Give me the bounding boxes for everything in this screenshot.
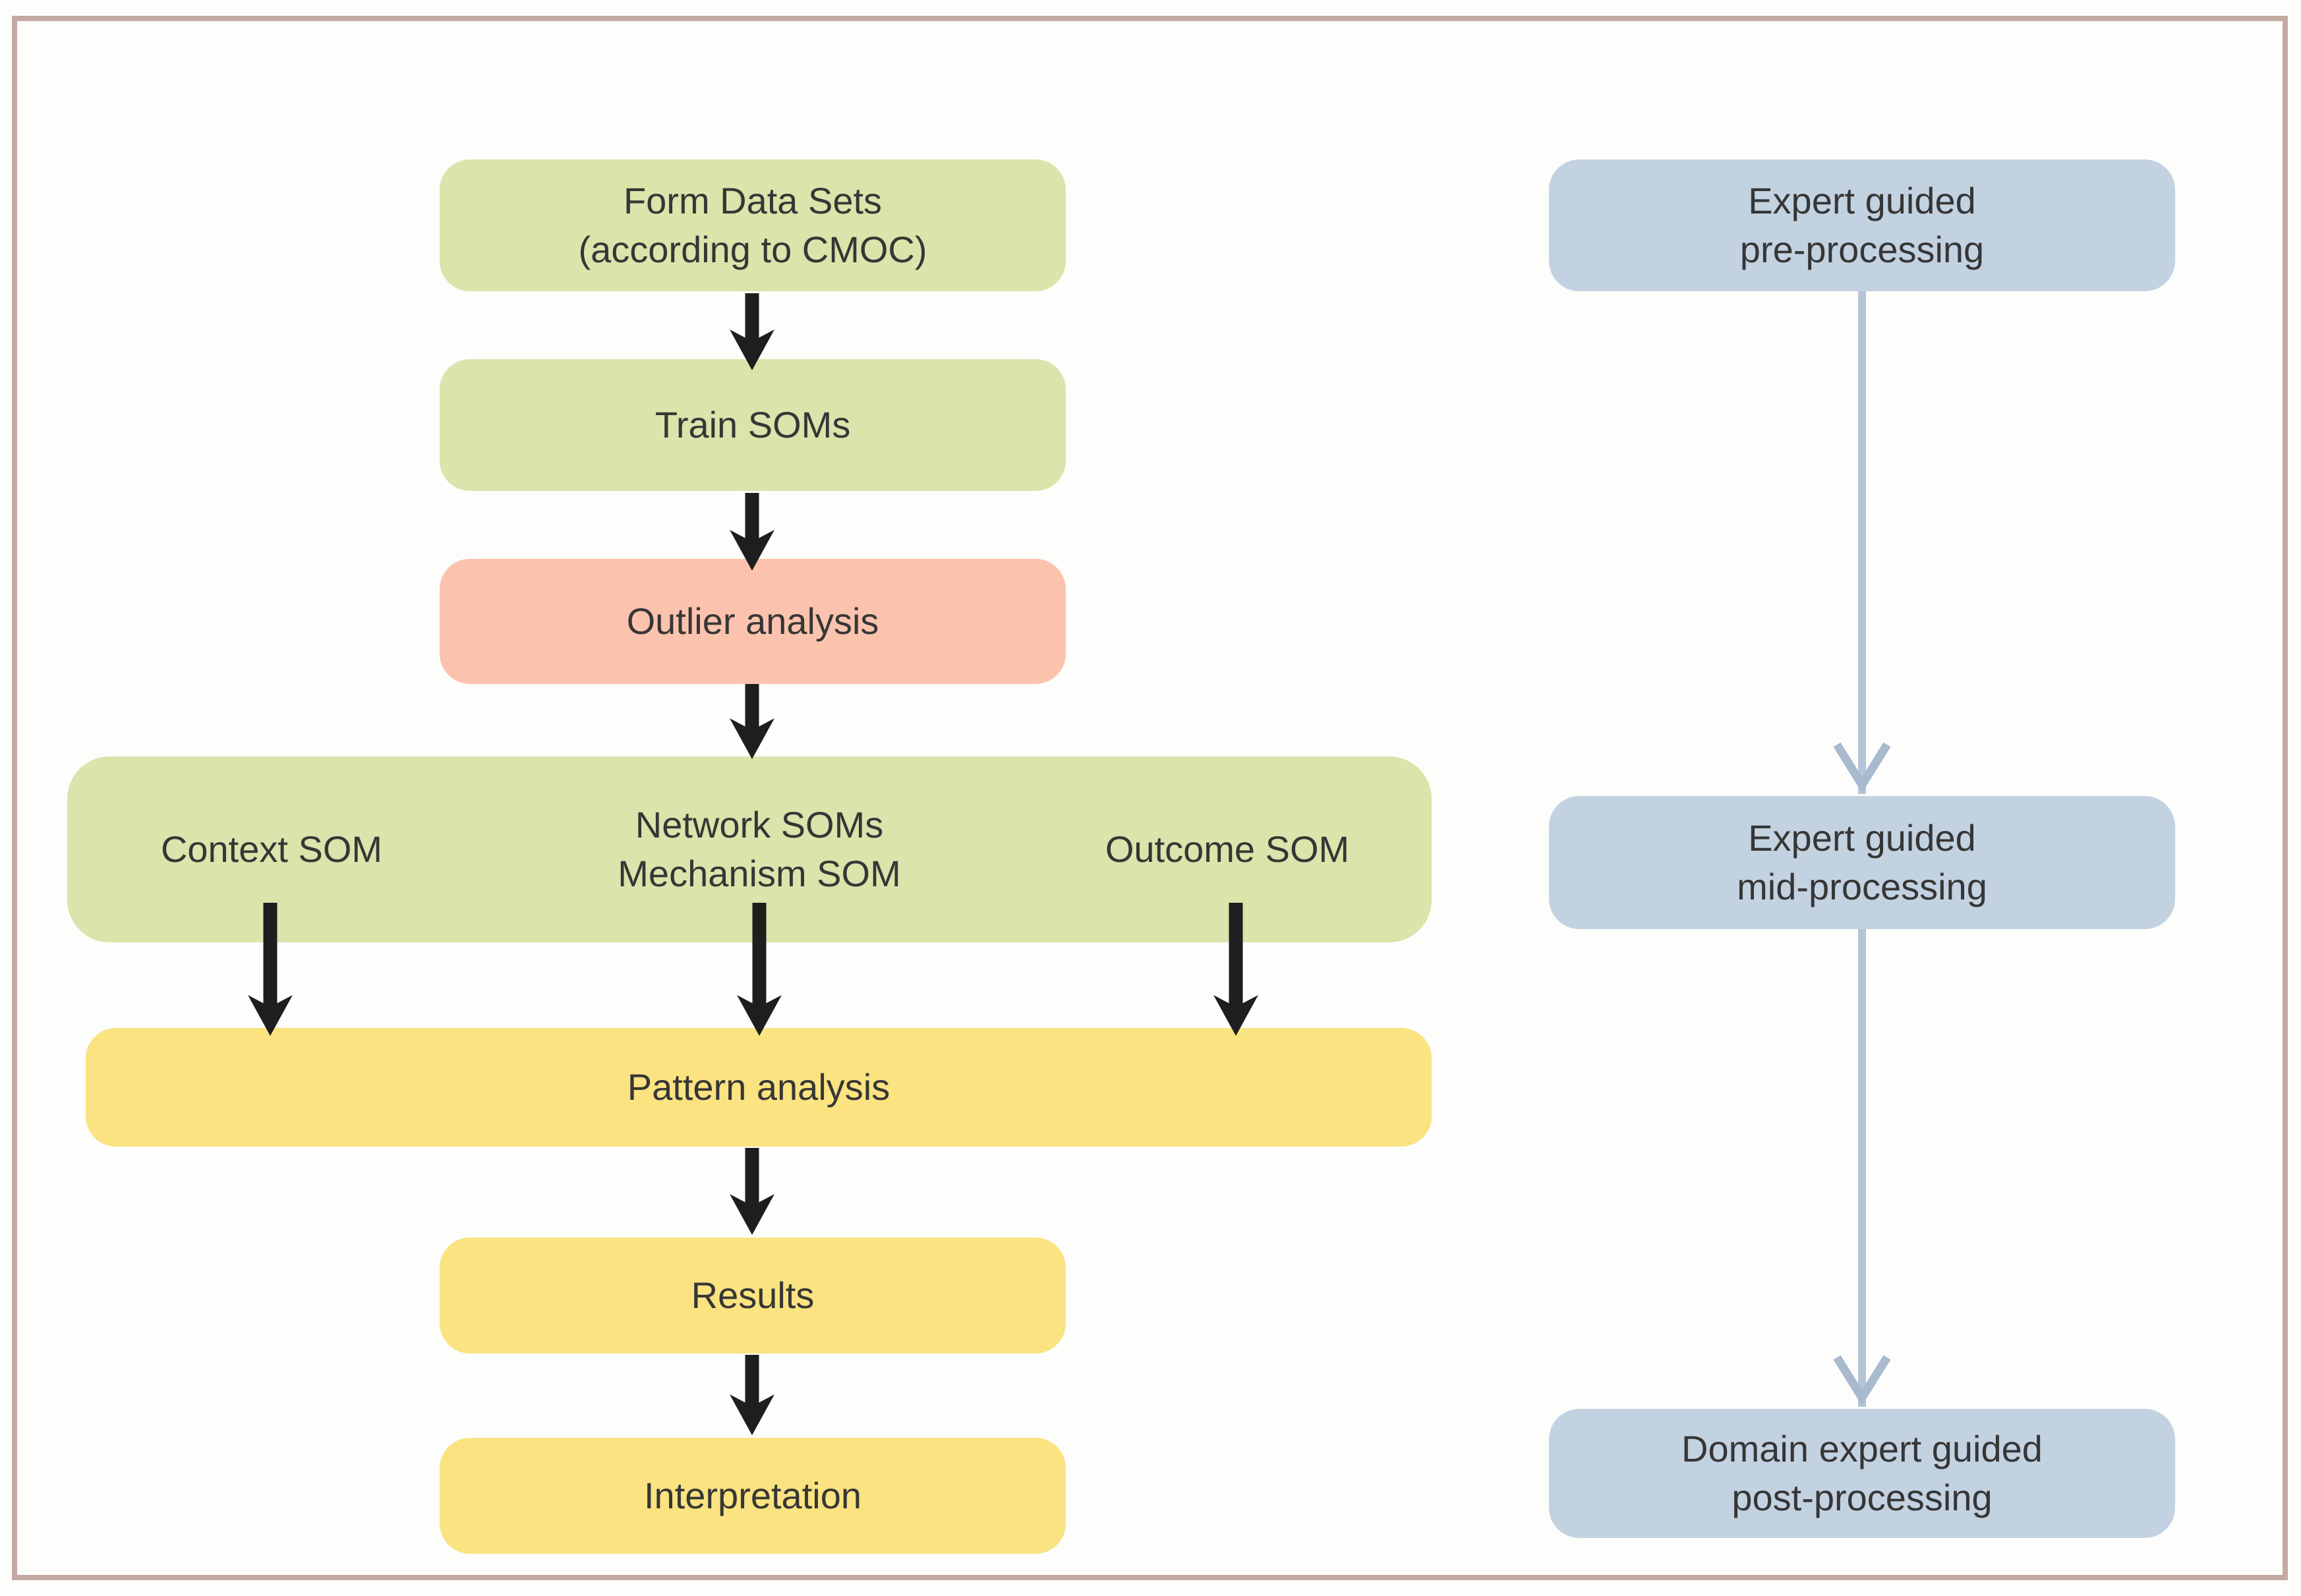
node-som-group: Context SOM Network SOMs Mechanism SOM O…	[67, 756, 1432, 942]
figure-border	[12, 16, 2288, 1580]
node-interpretation: Interpretation	[440, 1438, 1066, 1554]
som-group-outcome-label: Outcome SOM	[1105, 828, 1350, 870]
arrow-network-to-pattern-icon	[737, 903, 782, 1036]
node-label: Form Data Sets	[623, 180, 883, 222]
arrow-results-to-interpretation-icon	[730, 1355, 774, 1435]
node-label: mid-processing	[1737, 866, 1987, 907]
node-domain-expert-post-processing: Domain expert guided post-processing	[1549, 1409, 2175, 1538]
node-label: Pattern analysis	[627, 1066, 890, 1108]
node-results: Results	[440, 1238, 1066, 1354]
node-expert-pre-processing: Expert guided pre-processing	[1549, 159, 2175, 291]
arrow-outlier-to-somgroup-icon	[730, 684, 774, 759]
arrow-outcome-to-pattern-icon	[1213, 903, 1258, 1036]
node-expert-mid-processing: Expert guided mid-processing	[1549, 796, 2175, 929]
arrow-mid-to-post-processing-icon	[1833, 929, 1891, 1407]
node-label: (according to CMOC)	[578, 229, 927, 270]
node-label: Results	[691, 1274, 815, 1317]
node-pattern-analysis: Pattern analysis	[86, 1028, 1432, 1147]
som-group-network-mechanism-label: Network SOMs Mechanism SOM	[618, 804, 901, 894]
node-outlier-analysis: Outlier analysis	[440, 559, 1066, 684]
node-form-data-sets: Form Data Sets (according to CMOC)	[440, 159, 1066, 291]
arrow-train-to-outlier-icon	[730, 493, 774, 571]
node-label: post-processing	[1732, 1477, 1993, 1518]
arrow-pattern-to-results-icon	[730, 1148, 774, 1235]
som-group-context-label: Context SOM	[160, 828, 383, 870]
node-label: Train SOMs	[655, 404, 851, 446]
arrow-form-to-train-icon	[730, 293, 774, 370]
node-label: pre-processing	[1739, 229, 1985, 270]
node-label: Expert guided	[1748, 817, 1976, 859]
node-label: Interpretation	[644, 1475, 861, 1517]
arrow-context-to-pattern-icon	[248, 903, 293, 1036]
node-train-soms: Train SOMs	[440, 359, 1066, 491]
node-label: Outlier analysis	[626, 600, 879, 642]
node-label: Expert guided	[1748, 180, 1976, 222]
arrow-pre-to-mid-processing-icon	[1833, 291, 1891, 794]
node-label: Domain expert guided	[1681, 1428, 2043, 1470]
